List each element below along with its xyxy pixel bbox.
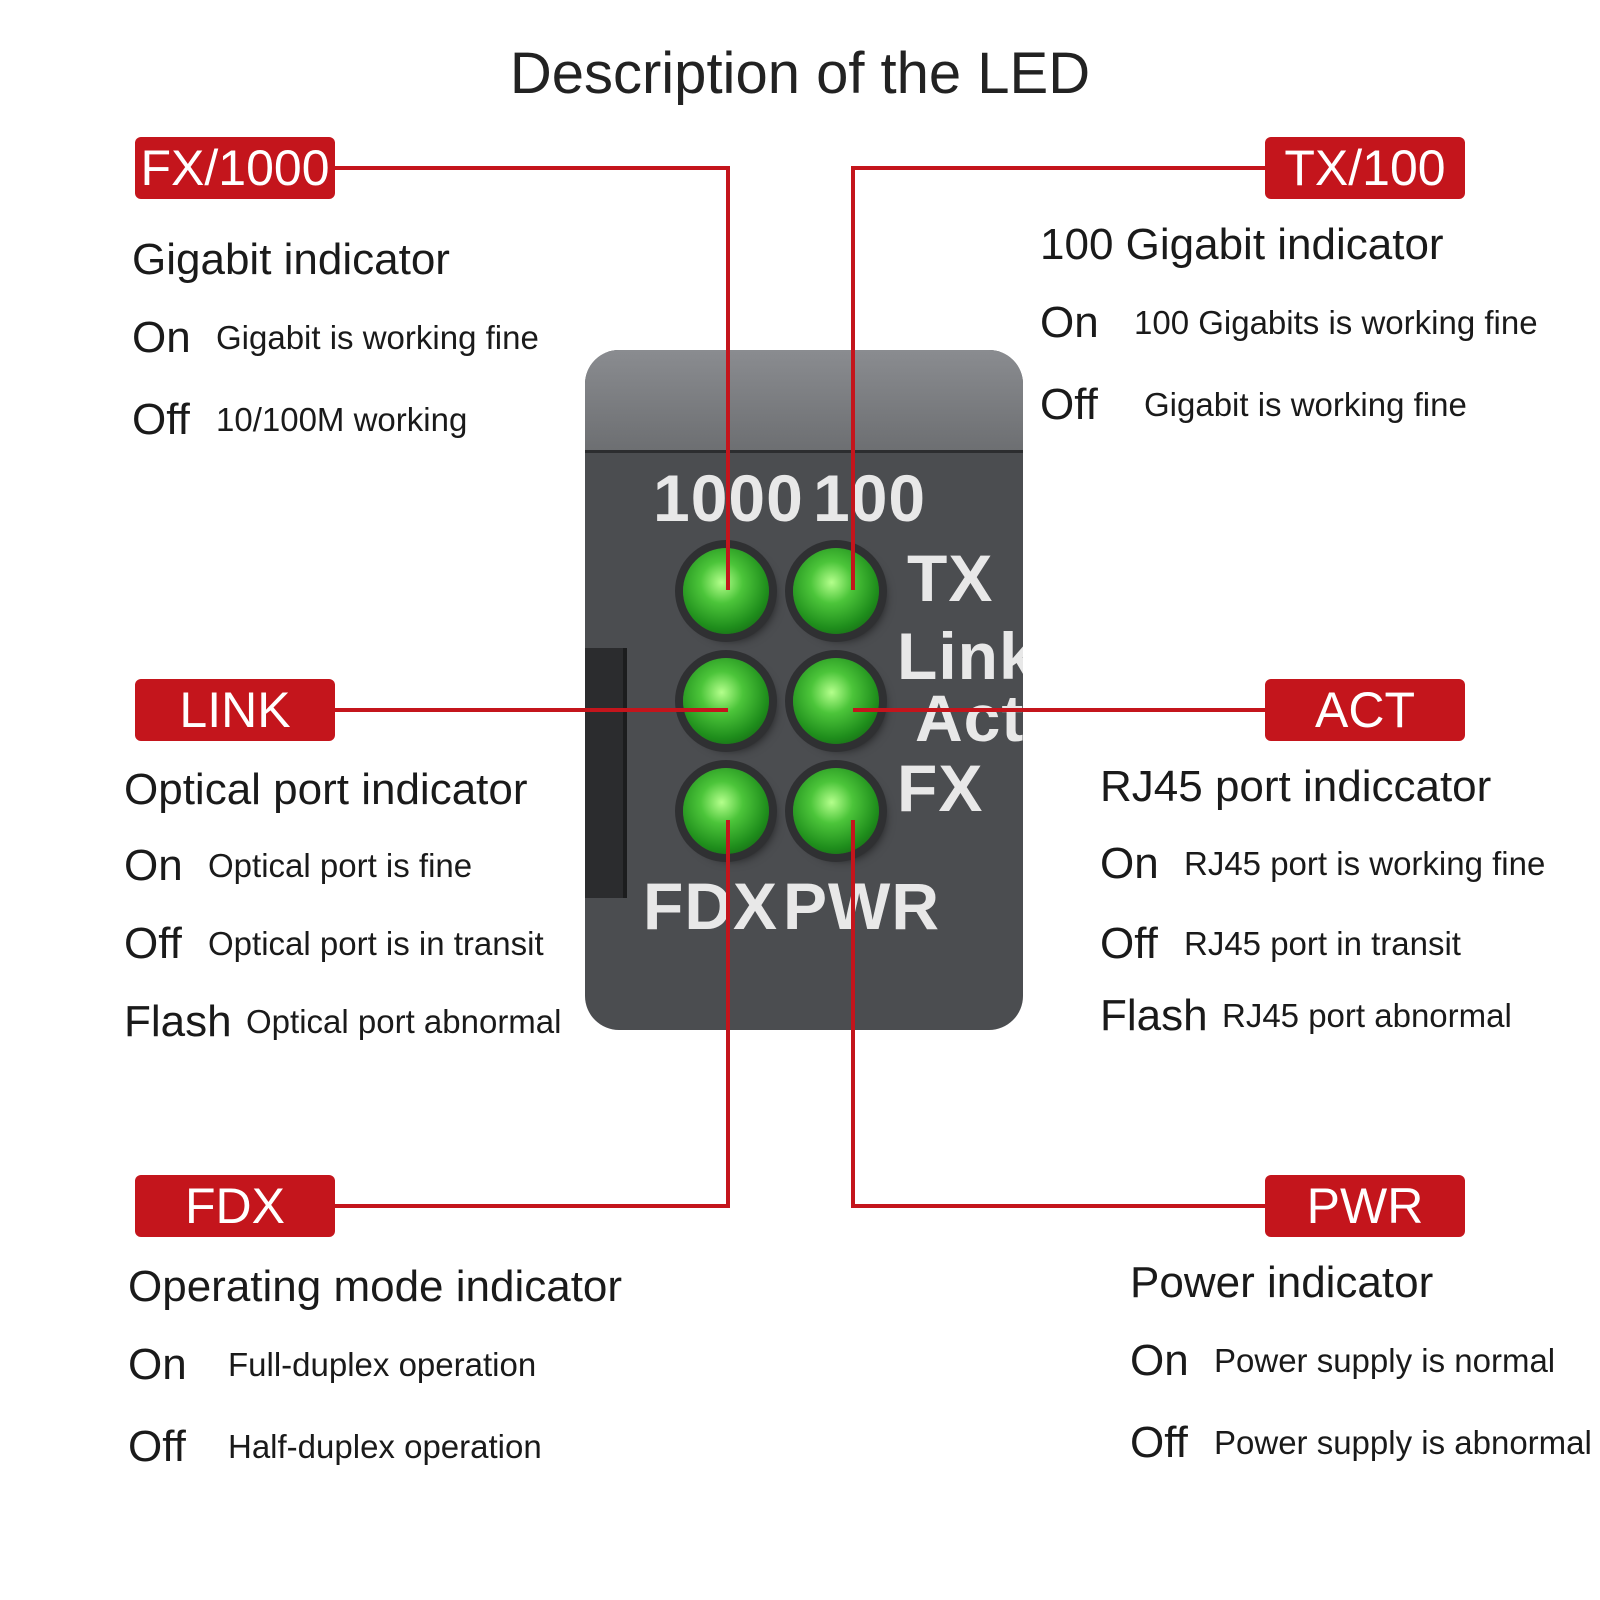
tx100-description: 100 Gigabit indicator On 100 Gigabits is… (1040, 220, 1538, 446)
act-heading: RJ45 port indiccator (1100, 762, 1492, 811)
fdx-description: Operating mode indicator On Full-duplex … (128, 1262, 622, 1488)
pwr-description: Power indicator On Power supply is norma… (1130, 1258, 1592, 1484)
device-label-100: 100 (813, 461, 927, 535)
state-label: On (1130, 1336, 1189, 1385)
device-label-act: Act (915, 681, 1023, 755)
state-description: Optical port abnormal (246, 1003, 562, 1040)
fdx-heading: Operating mode indicator (128, 1262, 623, 1311)
state-label: On (1100, 839, 1159, 888)
fx1000-heading: Gigabit indicator (132, 235, 450, 284)
badge-act: ACT (1265, 679, 1465, 741)
state-description: Optical port is fine (208, 847, 473, 884)
state-description: Optical port is in transit (208, 925, 544, 962)
connector-pwr (851, 820, 1265, 1208)
state-description: Full-duplex operation (228, 1346, 537, 1383)
state-label: Off (124, 919, 182, 968)
connector-fx1000 (335, 166, 730, 590)
led-link (683, 658, 769, 744)
state-description: Power supply is abnormal (1214, 1424, 1592, 1461)
pwr-state-row: On Power supply is normal (1130, 1320, 1592, 1402)
device-label-link: Link (897, 619, 1023, 693)
state-description: Power supply is normal (1214, 1342, 1556, 1379)
state-label: Flash (1100, 991, 1208, 1040)
pwr-heading: Power indicator (1130, 1258, 1434, 1307)
connector-tx100 (851, 166, 1265, 590)
fx1000-description: Gigabit indicator On Gigabit is working … (132, 235, 539, 461)
device-port-slot (585, 648, 627, 898)
state-label: On (1040, 298, 1099, 347)
state-label: On (124, 841, 183, 890)
badge-link: LINK (135, 679, 335, 741)
state-description: Half-duplex operation (228, 1428, 542, 1465)
link-state-row: Flash Optical port abnormal (124, 983, 561, 1061)
state-label: Off (132, 395, 190, 444)
state-description: 10/100M working (216, 401, 468, 438)
fdx-state-row: Off Half-duplex operation (128, 1406, 622, 1488)
badge-pwr: PWR (1265, 1175, 1465, 1237)
link-state-row: On Optical port is fine (124, 827, 561, 905)
badge-tx100: TX/100 (1265, 137, 1465, 199)
link-heading: Optical port indicator (124, 765, 528, 814)
state-label: On (132, 313, 191, 362)
fx1000-state-row: On Gigabit is working fine (132, 297, 539, 379)
led-100-tx (793, 548, 879, 634)
fdx-state-row: On Full-duplex operation (128, 1324, 622, 1406)
link-state-row: Off Optical port is in transit (124, 905, 561, 983)
state-label: Off (128, 1422, 186, 1471)
act-state-row: Flash RJ45 port abnormal (1100, 984, 1545, 1048)
tx100-heading: 100 Gigabit indicator (1040, 220, 1444, 269)
device-front-panel: 1000 100 TX Link Act FX FDX PWR (585, 350, 1023, 1030)
state-description: 100 Gigabits is working fine (1134, 304, 1538, 341)
state-description: RJ45 port in transit (1184, 925, 1461, 962)
state-label: On (128, 1340, 187, 1389)
state-label: Off (1100, 919, 1158, 968)
state-description: Gigabit is working fine (216, 319, 539, 356)
act-description: RJ45 port indiccator On RJ45 port is wor… (1100, 762, 1545, 1048)
badge-fx1000: FX/1000 (135, 137, 335, 199)
device-top-cap (585, 350, 1023, 453)
led-act (793, 658, 879, 744)
state-label: Off (1130, 1418, 1188, 1467)
state-description: Gigabit is working fine (1144, 386, 1467, 423)
device-label-pwr: PWR (783, 869, 940, 943)
state-description: RJ45 port is working fine (1184, 845, 1546, 882)
led-pwr (793, 768, 879, 854)
link-description: Optical port indicator On Optical port i… (124, 765, 561, 1061)
tx100-state-row: On 100 Gigabits is working fine (1040, 282, 1538, 364)
tx100-state-row: Off Gigabit is working fine (1040, 364, 1538, 446)
act-state-row: On RJ45 port is working fine (1100, 824, 1545, 904)
page-title: Description of the LED (509, 41, 1091, 106)
device-label-fx: FX (897, 751, 984, 825)
state-label: Flash (124, 997, 232, 1046)
pwr-state-row: Off Power supply is abnormal (1130, 1402, 1592, 1484)
fx1000-state-row: Off 10/100M working (132, 379, 539, 461)
act-state-row: Off RJ45 port in transit (1100, 904, 1545, 984)
state-description: RJ45 port abnormal (1222, 997, 1512, 1034)
connector-fdx (335, 820, 730, 1208)
state-label: Off (1040, 380, 1098, 429)
device-label-tx: TX (907, 541, 994, 615)
badge-fdx: FDX (135, 1175, 335, 1237)
device-label-fdx: FDX (643, 869, 778, 943)
